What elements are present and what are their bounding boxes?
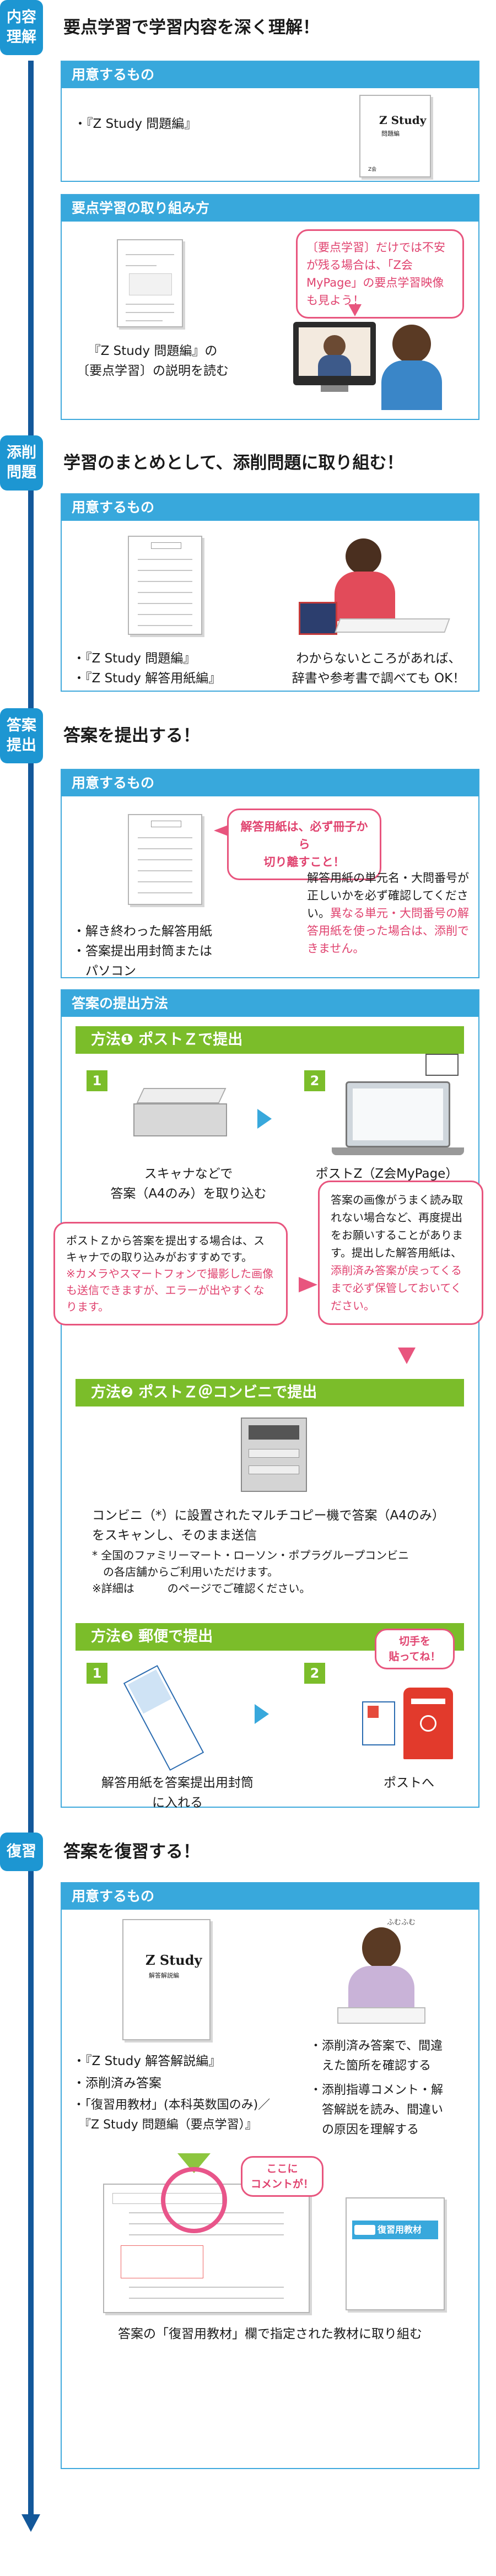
- laptop-icon: [346, 1081, 450, 1147]
- m1-step-1-text: スキャナなどで 答案（A4のみ）を取り込む: [110, 1167, 267, 1201]
- s3-prepare-header: 用意するもの: [62, 770, 478, 796]
- left-bubble-tail: [299, 1277, 317, 1292]
- s4-item-2: ・添削済み答案: [73, 2076, 161, 2090]
- m3-step-1-text: 解答用紙を答案提出用封筒 に入れる: [101, 1776, 254, 1810]
- m3-arrow: [255, 1704, 269, 1724]
- student-body-icon: [381, 360, 442, 410]
- monitor-stand-icon: [321, 385, 348, 392]
- z-study-kaitou-book-image: Z Study 解答解説編: [122, 1919, 211, 2040]
- s4-item-1: ・『Z Study 解答解説編』: [73, 2054, 222, 2068]
- s4-item-3: ・「復習用教材」(本科英数国のみ)／ 『Z Study 問題編（要点学習）』: [73, 2098, 271, 2132]
- student-head-icon: [392, 325, 431, 363]
- s3-cut-sheet-bubble: 解答用紙は、必ず冊子から 切り離すこと！: [227, 809, 381, 880]
- s2-item-1: ・『Z Study 問題編』: [73, 651, 196, 666]
- keep-sheet-bubble: 答案の画像がうまく読み取れない場合など、再度提出をお願いすることがあります。提出…: [318, 1181, 483, 1325]
- section-title-3: 答案を提出する！: [63, 726, 200, 746]
- envelope-insert-icon: [123, 1665, 204, 1771]
- comment-bubble: ここに コメントが！: [241, 2156, 324, 2197]
- s2-prepare-header: 用意するもの: [62, 494, 478, 521]
- reviewing-person-head-icon: [362, 1927, 401, 1969]
- s4-right-2: ・添削指導コメント・解 答解説を読み、間違い の原因を理解する: [310, 2083, 444, 2137]
- ruby-fumufumu: ふむふむ: [387, 1918, 416, 1927]
- notebook-icon: [335, 618, 450, 633]
- s1-mypage-bubble: 〔要点学習〕だけでは不安が残る場合は、「Z会MyPage」の要点学習映像も見よう…: [296, 229, 464, 319]
- section-title-1: 要点学習で学習内容を深く理解！: [63, 18, 320, 37]
- method-2-title: 方法❷ ポストＺ＠コンビニで提出: [76, 1379, 464, 1406]
- s4-right-1: ・添削済み答案で、間違 えた箇所を確認する: [310, 2039, 443, 2073]
- m1-step-1-number: 1: [87, 1070, 107, 1091]
- stamp-bubble: 切手を 貼ってね！: [375, 1629, 455, 1669]
- answer-paper-icon: [337, 2007, 425, 2024]
- s4-prepare-box: 用意するもの Z Study 解答解説編 ・『Z Study 解答解説編』 ・添…: [61, 1882, 479, 2469]
- s1-prepare-header: 用意するもの: [62, 62, 478, 88]
- s3-prepare-box: 用意するもの 解答用紙は、必ず冊子から 切り離すこと！ ・解き終わった解答用紙 …: [61, 769, 479, 978]
- s4-prepare-header: 用意するもの: [62, 1883, 478, 1910]
- s3-item-1: ・解き終わった解答用紙: [73, 924, 212, 939]
- section-title-2: 学習のまとめとして、添削問題に取り組む！: [63, 453, 404, 473]
- s3-item-2: ・答案提出用封筒または パソコン: [73, 944, 212, 978]
- s3-check-note: 解答用紙の単元名・大問番号が正しいかを必ず確認してください。異なる単元・大問番号…: [307, 871, 469, 955]
- m3-step-2-number: 2: [304, 1663, 325, 1684]
- review-material-image: 復習用教材: [346, 2197, 445, 2310]
- section-tag-3: 答案 提出: [0, 708, 43, 763]
- section-title-4: 答案を復習する！: [63, 1842, 200, 1862]
- scanner-icon: [133, 1088, 227, 1136]
- m1-step-2-number: 2: [304, 1070, 325, 1091]
- m2-text-3: ※詳細は のページでご確認ください。: [92, 1582, 311, 1595]
- copy-machine-icon: [241, 1418, 307, 1492]
- s3-bubble-tail: [214, 825, 228, 836]
- pc-monitor-icon: [293, 322, 376, 385]
- z-study-mondai-book-image: Z Study 問題編 Z会: [359, 95, 431, 177]
- s2-note: わからないところがあれば、 辞書や参考書で調べても OK！: [292, 651, 466, 686]
- m3-step-1-number: 1: [87, 1663, 107, 1684]
- s1-howto-box: 要点学習の取り組み方 『Z Study 問題編』の 〔要点学習〕の説明を読む 〔…: [61, 194, 479, 420]
- s3-submit-box: 答案の提出方法 方法❶ ポストＺで提出 1 2 スキャナなどで 答案（A4のみ）…: [53, 989, 483, 1810]
- s3-submit-header: 答案の提出方法: [62, 990, 478, 1017]
- timeline-arrow-head: [21, 2514, 40, 2532]
- studying-person-head-icon: [346, 538, 381, 574]
- s2-prepare-box: 用意するもの ・『Z Study 問題編』 ・『Z Study 解答用紙編』 わ…: [61, 493, 479, 692]
- s4-bottom-text: 答案の「復習用教材」欄で指定された教材に取り組む: [118, 2327, 422, 2341]
- dictionary-icon: [299, 602, 337, 635]
- section-tag-1: 内容 理解: [0, 0, 43, 55]
- section-tag-4: 復習: [0, 1833, 43, 1871]
- scanner-recommend-bubble: ポストＺから答案を提出する場合は、スキャナでの取り込みがおすすめです。 ※カメラ…: [53, 1222, 288, 1325]
- m3-step-2-text: ポストへ: [384, 1776, 434, 1790]
- s2-item-2: ・『Z Study 解答用紙編』: [73, 671, 222, 686]
- right-bubble-tail: [398, 1348, 416, 1364]
- envelope-icon: [425, 1054, 459, 1076]
- s1-howto-header: 要点学習の取り組み方: [62, 195, 478, 222]
- laptop-base-icon: [332, 1147, 464, 1155]
- stamped-envelope-icon: [362, 1701, 395, 1745]
- answer-sheet-image: [128, 536, 202, 635]
- m1-arrow: [257, 1109, 272, 1129]
- timeline-spine: [28, 61, 34, 2524]
- comment-highlight-circle: [161, 2167, 227, 2233]
- s1-bubble-tail: [348, 304, 362, 316]
- s1-prepare-box: 用意するもの ・『Z Study 問題編』 Z Study 問題編 Z会: [61, 61, 479, 182]
- m2-text-1: コンビニ（*）に設置されたマルチコピー機で答案（A4のみ） をスキャンし、そのま…: [92, 1508, 445, 1543]
- answer-sheet-image-2: [128, 814, 202, 905]
- studying-person-body-icon: [335, 572, 395, 621]
- s1-prepare-item: ・『Z Study 問題編』: [74, 117, 197, 131]
- section-tag-2: 添削 問題: [0, 435, 43, 491]
- howto-page-image: [117, 239, 183, 327]
- s1-howto-caption: 『Z Study 問題編』の 〔要点学習〕の説明を読む: [77, 344, 229, 378]
- red-postbox-icon: [403, 1688, 453, 1759]
- m2-text-2: * 全国のファミリーマート・ローソン・ポプラグループコンビニ の各店舗からご利用…: [92, 1549, 409, 1578]
- method-1-title: 方法❶ ポストＺで提出: [76, 1026, 464, 1054]
